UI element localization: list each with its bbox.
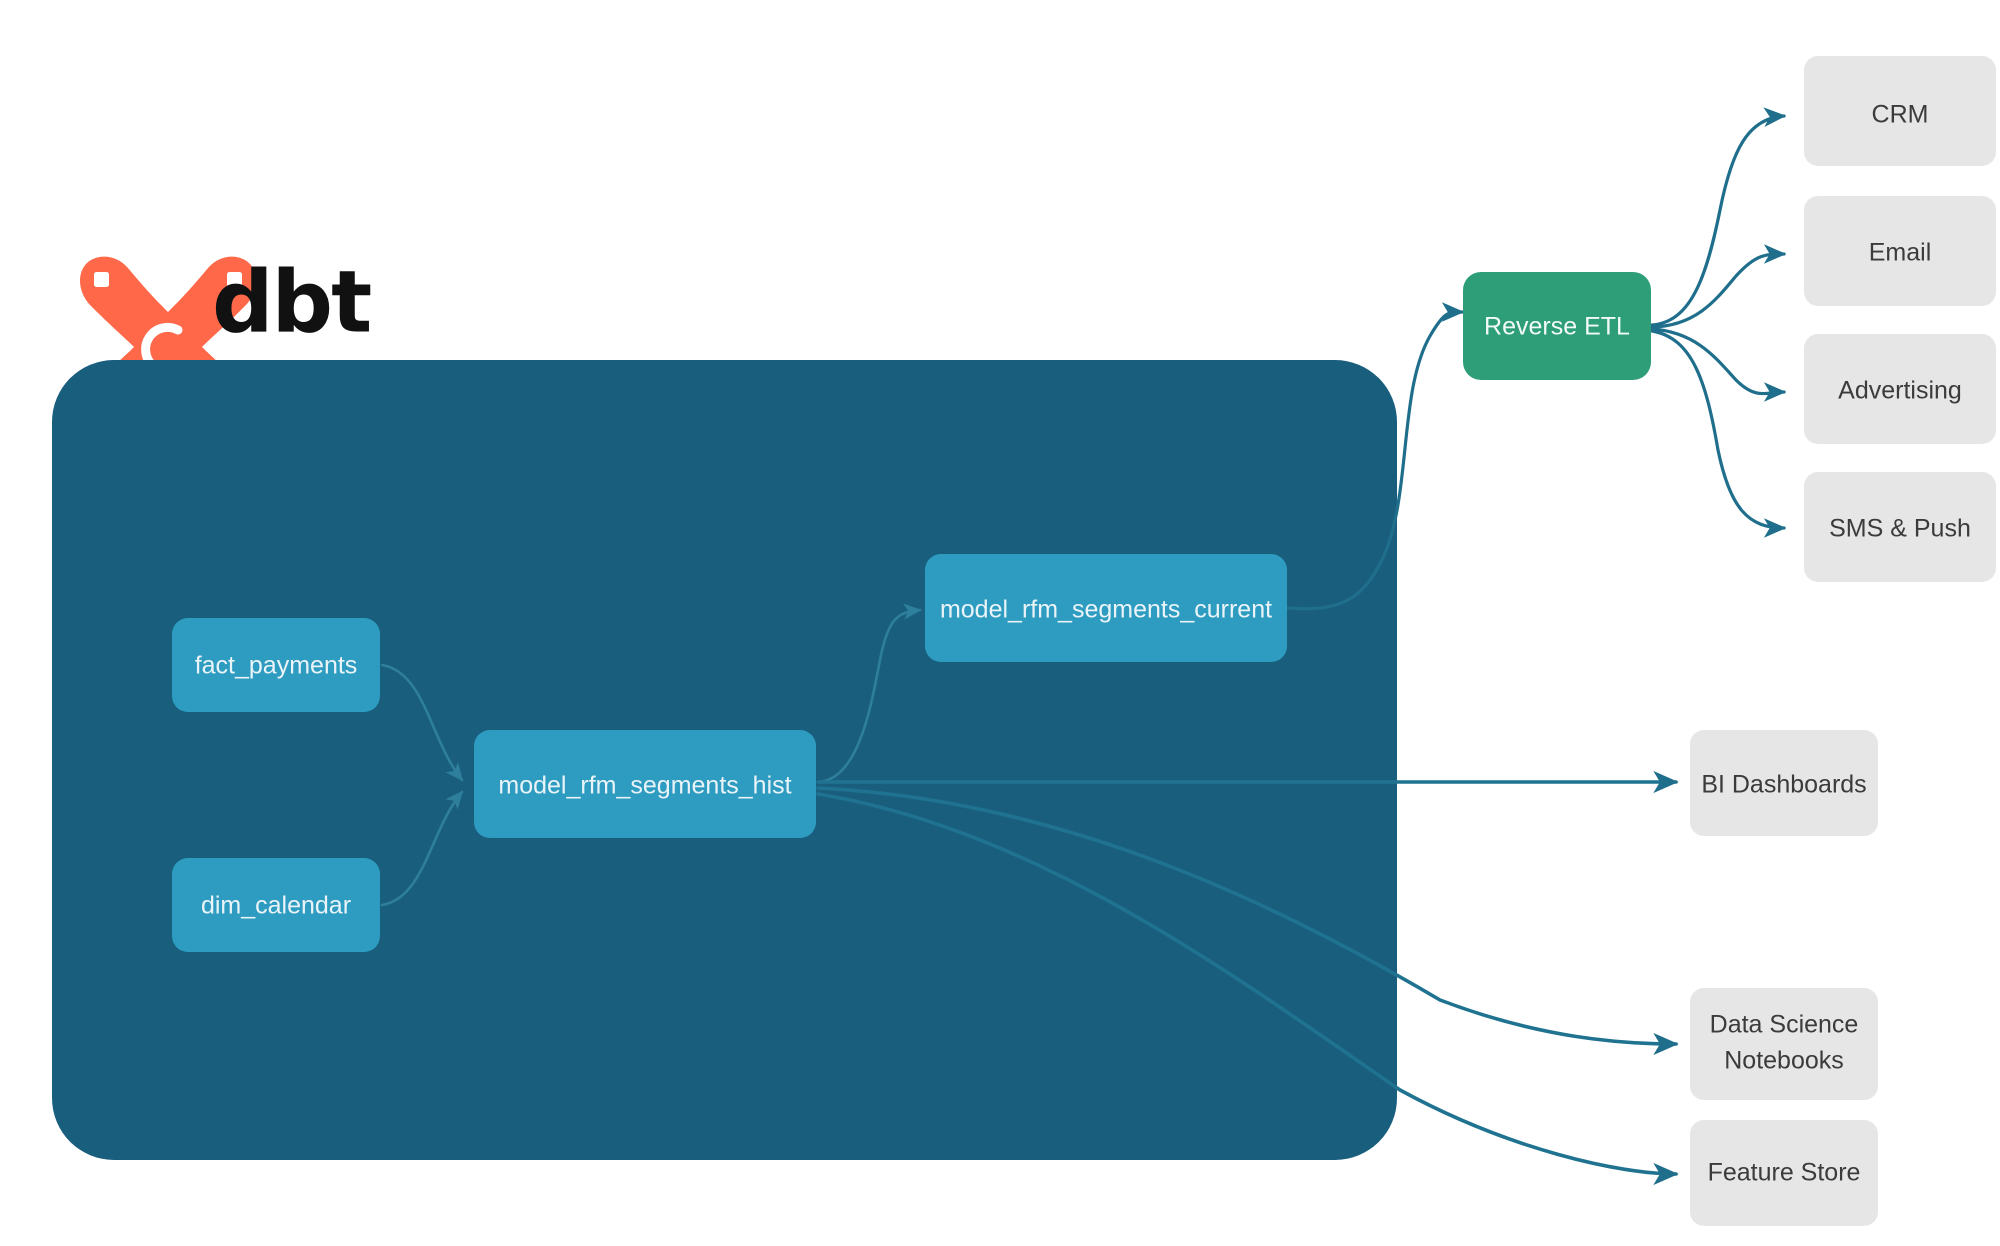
consumer-node-data-science-notebooks[interactable]: Data Science Notebooks	[1690, 988, 1878, 1100]
consumer-node-bi-dashboards[interactable]: BI Dashboards	[1690, 730, 1878, 836]
model-node-label: fact_payments	[195, 652, 358, 680]
destination-node-advertising[interactable]: Advertising	[1804, 334, 1996, 444]
consumer-label-line2: Notebooks	[1724, 1047, 1844, 1075]
destination-node-sms-push[interactable]: SMS & Push	[1804, 472, 1996, 582]
edge-reverse-etl-to-advertising	[1650, 327, 1787, 402]
reverse-etl-output-edges	[1650, 107, 1787, 538]
consumer-label: Feature Store	[1708, 1159, 1861, 1187]
edge-reverse-etl-to-email	[1650, 244, 1787, 329]
internal-edges	[380, 603, 922, 907]
model-node-label: dim_calendar	[201, 892, 351, 920]
edge-reverse-etl-to-sms-push	[1650, 329, 1787, 538]
consumer-label: BI Dashboards	[1701, 771, 1866, 799]
model-node-dim-calendar[interactable]: dim_calendar	[172, 858, 380, 952]
destination-label: SMS & Push	[1829, 515, 1971, 543]
brand-wordmark: dbt	[212, 252, 371, 352]
model-node-label: model_rfm_segments_hist	[498, 772, 791, 800]
warehouse-output-edges	[816, 770, 1679, 1186]
destination-label: Advertising	[1838, 377, 1962, 405]
edge-hist-to-current	[816, 603, 922, 784]
edge-dim-calendar-to-hist	[380, 790, 464, 907]
model-node-fact-payments[interactable]: fact_payments	[172, 618, 380, 712]
destination-label: Email	[1869, 239, 1932, 267]
destination-node-email[interactable]: Email	[1804, 196, 1996, 306]
edge-current-to-reverse-etl	[1286, 302, 1465, 611]
destination-label: CRM	[1872, 101, 1929, 129]
reverse-etl-label: Reverse ETL	[1484, 313, 1630, 341]
edge-reverse-etl-to-crm	[1650, 107, 1787, 327]
edge-hist-to-feature-store	[816, 792, 1679, 1186]
edge-fact-payments-to-hist	[380, 663, 464, 782]
consumer-node-feature-store[interactable]: Feature Store	[1690, 1120, 1878, 1226]
consumer-label-line1: Data Science	[1710, 1011, 1859, 1039]
reverse-etl-node[interactable]: Reverse ETL	[1463, 272, 1651, 380]
model-node-label: model_rfm_segments_current	[940, 596, 1272, 624]
edge-hist-to-data-science-notebooks	[816, 786, 1679, 1056]
model-node-rfm-segments-current[interactable]: model_rfm_segments_current	[925, 554, 1287, 662]
destination-node-crm[interactable]: CRM	[1804, 56, 1996, 166]
model-node-rfm-segments-hist[interactable]: model_rfm_segments_hist	[474, 730, 816, 838]
